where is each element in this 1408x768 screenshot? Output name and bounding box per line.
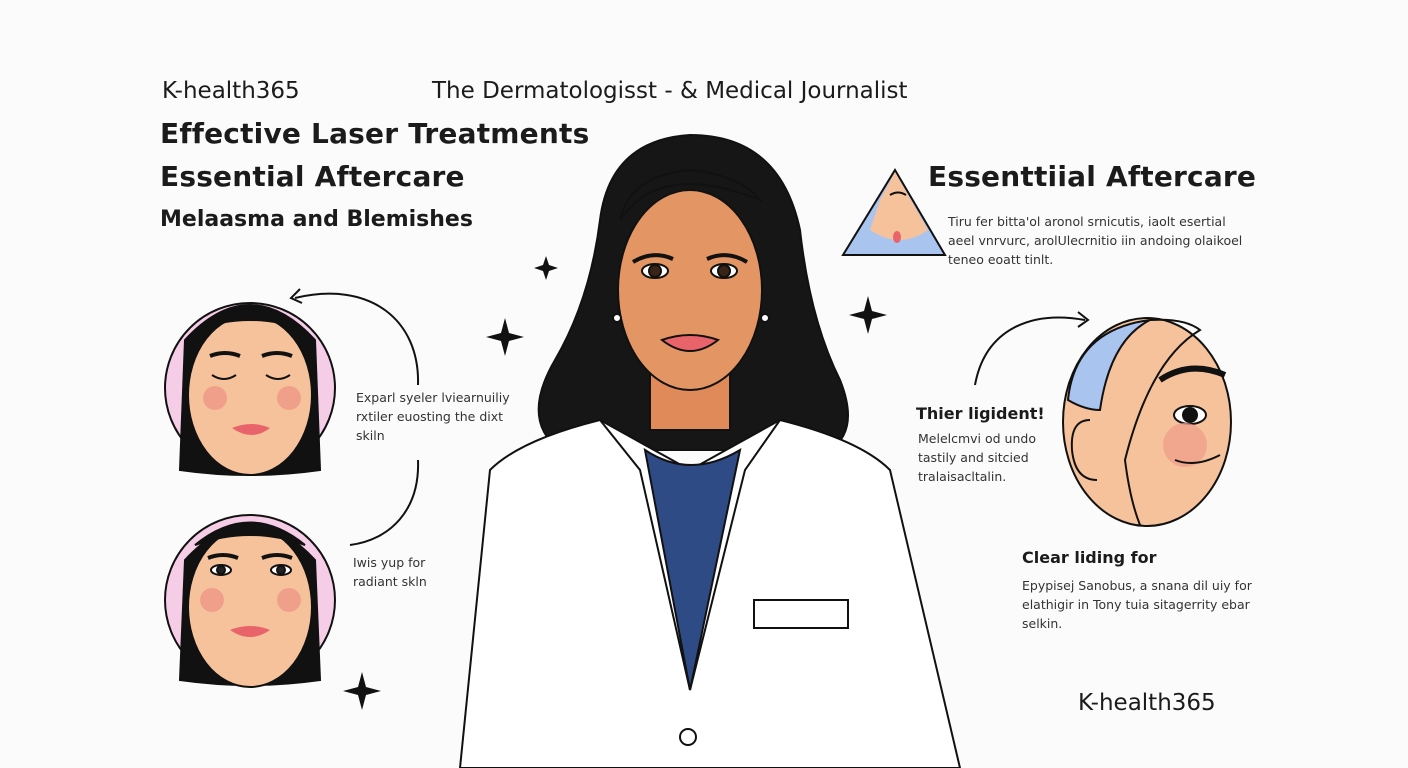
sparkle-icons [343, 256, 887, 710]
arrow-icons [289, 288, 1090, 546]
page-subtitle: The Dermatologisst - & Medical Journalis… [432, 78, 908, 104]
triangle-face-icon [841, 168, 947, 256]
brand-logo-text: K-health365 [162, 78, 300, 104]
middle-right-title: Thier ligident! [916, 404, 1045, 423]
right-section-body: Tiru fer bitta'ol aronol srnicutis, iaol… [948, 214, 1243, 267]
curved-arrow-icon [974, 316, 1086, 386]
bottom-right-title: Clear liding for [1022, 548, 1157, 567]
title-line-1: Effective Laser Treatments [160, 117, 590, 150]
curved-arrow-icon [294, 292, 420, 386]
title-line-3: Melaasma and Blemishes [160, 207, 473, 232]
sparkle-icon [849, 296, 887, 334]
sparkle-icon [343, 672, 381, 710]
face-before [164, 302, 336, 476]
middle-right-body: Melelcmvi od undo tastily and sitcied tr… [918, 431, 1036, 484]
caption-bottom: Iwis yup for radiant skln [353, 555, 427, 589]
caption-top: Exparl syeler lviearnuiliy rxtiler euost… [356, 390, 510, 443]
dermatologist-figure [458, 133, 962, 768]
face-side-profile [1062, 317, 1232, 527]
title-line-2: Essential Aftercare [160, 160, 465, 193]
bottom-right-body: Epypisej Sanobus, a snana dil uiy for el… [1022, 578, 1252, 631]
right-section-title: Essenttiial Aftercare [928, 160, 1257, 193]
face-after [164, 514, 336, 688]
footer-brand: K-health365 [1078, 690, 1216, 716]
sparkle-icon [534, 256, 558, 280]
sparkle-icon [486, 318, 524, 356]
